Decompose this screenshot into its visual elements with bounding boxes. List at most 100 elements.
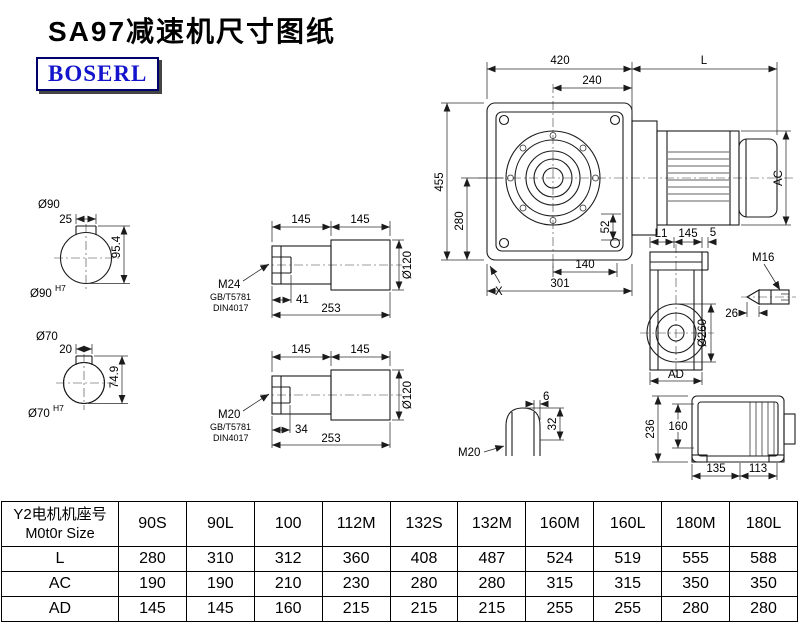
- thread-m24-label: M24: [218, 279, 241, 291]
- col-header-160l: 160L: [593, 501, 663, 547]
- value-cell: 555: [661, 546, 731, 572]
- value-cell: 280: [729, 596, 798, 622]
- dim-253-label: 253: [321, 303, 340, 315]
- dim-ac-label: AC: [773, 170, 785, 186]
- dim-dia260-label: Ø260: [697, 319, 709, 347]
- table-row-ad: AD 145 145 160 215 215 215 255 255 280 2…: [1, 596, 798, 622]
- value-cell: 215: [457, 596, 527, 622]
- gearbox-body: [486, 102, 633, 261]
- fit-90h7-sup: H7: [55, 283, 66, 293]
- dia-70-label: Ø70: [36, 331, 58, 343]
- thread-m20-label: M20: [218, 409, 240, 421]
- dim-41-label: 41: [296, 294, 309, 306]
- hollow-shaft-bore-section-70: 20 Ø70 74.9 Ø70 H7: [28, 331, 128, 420]
- dim-113-label: 113: [749, 463, 767, 475]
- shaft-body-small: [271, 245, 332, 285]
- dim-145b-label: 145: [350, 344, 369, 356]
- dim-52-label: 52: [600, 221, 612, 234]
- output-shaft-drawing-bottom: 145 145 Ø120 M20 GB/T5781 DIN4017 34 253: [210, 344, 414, 449]
- col-header-90s: 90S: [118, 501, 187, 547]
- dim-25-label: 25: [59, 214, 72, 226]
- value-cell: 312: [253, 546, 323, 572]
- dim-26-label: 26: [725, 308, 738, 320]
- foot-left: [691, 454, 708, 463]
- shaft-end-dome: [505, 407, 541, 456]
- value-cell: 255: [525, 596, 595, 622]
- value-cell: 350: [729, 571, 798, 597]
- dim-420-label: 420: [550, 55, 569, 67]
- technical-drawing: 420 L 240 455 280 52 140 301 X AC 25 Ø90…: [28, 55, 796, 480]
- fit-70h7-label: Ø70: [28, 408, 50, 420]
- std-din-label: DIN4017: [213, 303, 249, 313]
- shaft-body-small: [271, 375, 332, 415]
- value-cell: 315: [525, 571, 595, 597]
- std-din-label: DIN4017: [213, 433, 249, 443]
- value-cell: 360: [321, 546, 391, 572]
- table-row-l: L 280 310 312 360 408 487 524 519 555 58…: [1, 546, 798, 572]
- main-view-gearbox-motor: [478, 84, 795, 270]
- col-header-132m: 132M: [457, 501, 527, 547]
- value-cell: 519: [593, 546, 663, 572]
- fan-cover: [738, 138, 778, 218]
- dim-motor-length-label: L: [701, 55, 708, 67]
- col-header-90l: 90L: [185, 501, 255, 547]
- std-gb-label: GB/T5781: [210, 292, 251, 302]
- col-header-180l: 180L: [729, 501, 798, 547]
- value-cell: 280: [661, 596, 731, 622]
- value-cell: 215: [389, 596, 459, 622]
- shaft-stub: [758, 289, 790, 305]
- side-view-output: L1 145 5 Ø260 M16 26 AD: [640, 227, 796, 385]
- page-title: SA97减速机尺寸图纸: [48, 16, 337, 47]
- rear-view-body: [691, 395, 785, 463]
- value-cell: 230: [321, 571, 391, 597]
- col-header-160m: 160M: [525, 501, 595, 547]
- dim-74-9-label: 74.9: [109, 366, 121, 388]
- value-cell: 524: [525, 546, 595, 572]
- value-cell: 487: [457, 546, 527, 572]
- output-shaft-drawing-top: 145 145 Ø120 M24 GB/T5781 DIN4017 41 253: [210, 214, 414, 319]
- row-label-l: L: [1, 546, 119, 572]
- dim-dia120-label: Ø120: [402, 381, 414, 409]
- brand-logo-box: BOSERL: [36, 57, 160, 91]
- dim-135-label: 135: [706, 463, 725, 475]
- value-cell: 408: [389, 546, 459, 572]
- dim-236-label: 236: [645, 419, 657, 438]
- dim-145a-label: 145: [291, 344, 310, 356]
- table-row-ac: AC 190 190 210 230 280 280 315 315 350 3…: [1, 571, 798, 597]
- dim-145-label: 145: [678, 228, 697, 240]
- dim-455-label: 455: [434, 172, 446, 191]
- col-header-112m: 112M: [321, 501, 391, 547]
- dim-dia120-label: Ø120: [402, 251, 414, 279]
- dim-240-label: 240: [582, 75, 601, 87]
- dim-145a-label: 145: [291, 214, 310, 226]
- dim-20-label: 20: [59, 344, 72, 356]
- hollow-shaft-bore-section-90: 25 Ø90 95.4 Ø90 H7: [30, 199, 130, 300]
- thread-m20-detail-label: M20: [458, 447, 480, 459]
- shaft-end-keyway-detail: 6 32 M20: [458, 391, 564, 459]
- value-cell: 255: [593, 596, 663, 622]
- dim-l1-label: L1: [655, 228, 668, 240]
- value-cell: 215: [321, 596, 391, 622]
- dim-160-label: 160: [668, 421, 687, 433]
- output-flange-circle: [646, 303, 706, 363]
- brand-logo-text: BOSERL: [48, 61, 148, 86]
- foot-right: [768, 454, 785, 463]
- dim-34-label: 34: [295, 424, 308, 436]
- value-cell: 315: [593, 571, 663, 597]
- side-view-body: [649, 251, 703, 371]
- row-label-ac: AC: [1, 571, 119, 597]
- col-header-100: 100: [253, 501, 323, 547]
- dim-280-label: 280: [454, 211, 466, 230]
- value-cell: 160: [253, 596, 323, 622]
- col-header-180m: 180M: [661, 501, 731, 547]
- std-gb-label: GB/T5781: [210, 422, 251, 432]
- value-cell: 145: [185, 596, 255, 622]
- rear-view-gearbox: 236 160 135 113: [645, 395, 796, 480]
- dim-ad-label: AD: [668, 369, 684, 381]
- x-marker-label: X: [495, 286, 503, 298]
- value-cell: 190: [118, 571, 187, 597]
- value-cell: 588: [729, 546, 798, 572]
- fit-70h7-sup: H7: [53, 403, 64, 413]
- header-motor-size-cell: Y2电机机座号 M0t0r Size: [1, 501, 119, 547]
